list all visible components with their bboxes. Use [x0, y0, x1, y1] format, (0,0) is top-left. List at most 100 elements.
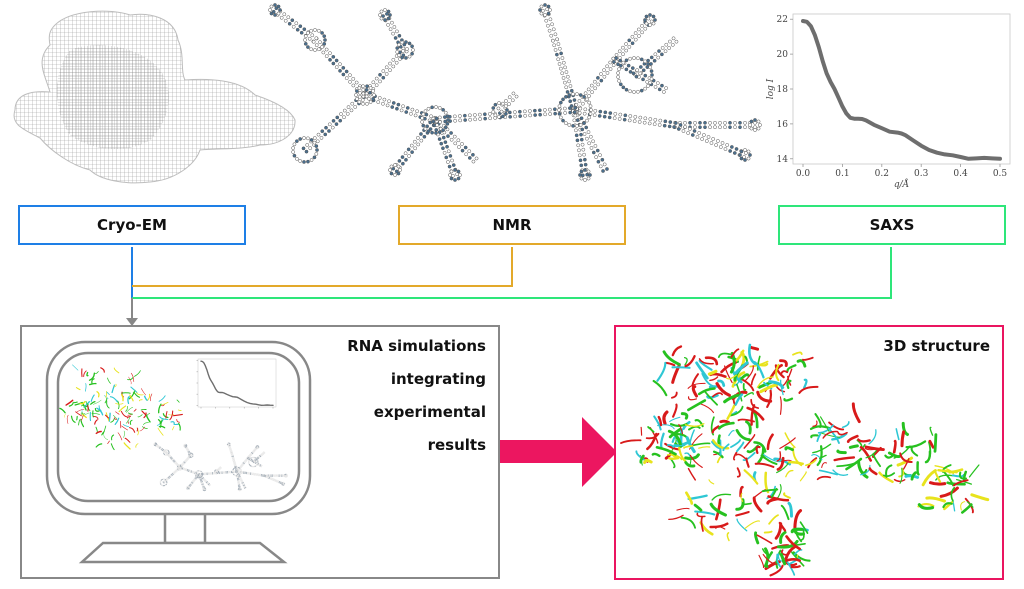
rna-helix-segment [683, 356, 688, 366]
rna-helix-segment [848, 444, 859, 449]
rna-helix-segment [746, 406, 765, 421]
nucleotide [277, 475, 279, 477]
loop-nucleotide [199, 470, 201, 472]
nucleotide [170, 475, 172, 477]
nucleotide [468, 117, 473, 122]
rna-helix-segment [660, 432, 665, 449]
nucleotide [419, 132, 423, 136]
nucleotide [716, 139, 720, 143]
nucleotide [202, 484, 205, 486]
loop-nucleotide [306, 45, 310, 49]
rna-helix-segment [670, 391, 678, 399]
nucleotide [252, 451, 254, 453]
nucleotide [637, 120, 642, 124]
rna-helix-segment [671, 345, 683, 357]
rna-helix-segment [827, 427, 840, 444]
nucleotide [662, 90, 666, 94]
nucleotide [218, 471, 220, 473]
y-tick-label: 16 [777, 120, 789, 130]
rna-helix-segment [90, 394, 95, 402]
nucleotide [266, 474, 268, 476]
nucleotide [586, 130, 591, 134]
nucleotide [251, 453, 253, 456]
nucleotide [158, 447, 161, 449]
rna-helix-segment [793, 549, 803, 556]
rna-helix-segment [736, 441, 745, 453]
nucleotide [234, 461, 236, 464]
nucleotide [463, 145, 468, 150]
nucleotide [703, 120, 707, 125]
nucleotide [563, 65, 567, 70]
rna-helix-segment [110, 418, 115, 423]
loop-nucleotide [453, 178, 457, 182]
rna-helix-segment [859, 464, 871, 476]
nucleotide [236, 470, 238, 472]
nucleotide [206, 473, 208, 475]
loop-nucleotide [153, 444, 156, 446]
loop-nucleotide [204, 487, 206, 489]
loop-nucleotide [646, 62, 650, 66]
nucleotide [174, 470, 177, 472]
loop-nucleotide [240, 487, 242, 489]
simulation-label-line-4: results [427, 436, 486, 454]
nucleotide [239, 484, 241, 486]
loop-nucleotide [252, 466, 254, 468]
loop-nucleotide [195, 476, 197, 478]
rna-helix-segment [728, 430, 735, 437]
nucleotide [668, 39, 672, 44]
nucleotide [186, 470, 188, 472]
rna-helix-segment [837, 431, 848, 436]
screen-mini-saxs-plot [196, 358, 277, 409]
loop-nucleotide [284, 476, 286, 478]
loop-nucleotide [177, 468, 179, 471]
nucleotide [242, 482, 244, 484]
rna-helix-segment [704, 390, 718, 406]
nucleotide [236, 477, 239, 480]
nucleotide [279, 481, 281, 483]
nucleotide [582, 152, 586, 157]
loop-nucleotide [189, 452, 191, 454]
nucleotide [183, 467, 185, 469]
nucleotide [168, 454, 171, 456]
nucleotide [593, 144, 598, 148]
loop-nucleotide [378, 13, 382, 17]
rna-helix-segment [59, 407, 66, 414]
nucleotide [272, 479, 274, 481]
rna-helix-segment [647, 426, 655, 433]
loop-nucleotide [585, 97, 589, 102]
nucleotide [229, 449, 231, 451]
nucleotide [202, 482, 204, 484]
loop-nucleotide [178, 464, 180, 466]
nucleotide [472, 113, 477, 117]
rna-helix-segment [675, 444, 687, 447]
nucleotide [307, 36, 312, 41]
nucleotide [287, 21, 292, 26]
loop-nucleotide [306, 31, 310, 35]
rna-helix-segment [140, 408, 147, 411]
loop-nucleotide [237, 488, 239, 490]
nucleotide [277, 481, 279, 483]
nucleotide [607, 115, 612, 120]
nucleotide [252, 472, 254, 475]
loop-nucleotide [186, 488, 188, 490]
nucleotide [560, 56, 565, 60]
rna-helix-segment [776, 461, 790, 474]
loop-nucleotide [313, 28, 317, 32]
loop-nucleotide [188, 487, 191, 489]
rna-helix-segment [710, 416, 715, 436]
nucleotide [269, 474, 271, 476]
nucleotide [391, 101, 396, 105]
nucleotide [229, 450, 232, 452]
nucleotide [176, 464, 178, 466]
rna-helix-segment [960, 503, 973, 514]
loop-nucleotide [379, 16, 384, 21]
nucleotide [239, 470, 241, 472]
nucleotide [274, 480, 276, 482]
nucleotide [218, 472, 220, 475]
nucleotide [187, 470, 190, 472]
rna-helix-segment [676, 507, 690, 511]
loop-nucleotide [628, 56, 632, 61]
rna-helix-segment [750, 404, 756, 426]
rna-helix-segment [94, 408, 100, 412]
